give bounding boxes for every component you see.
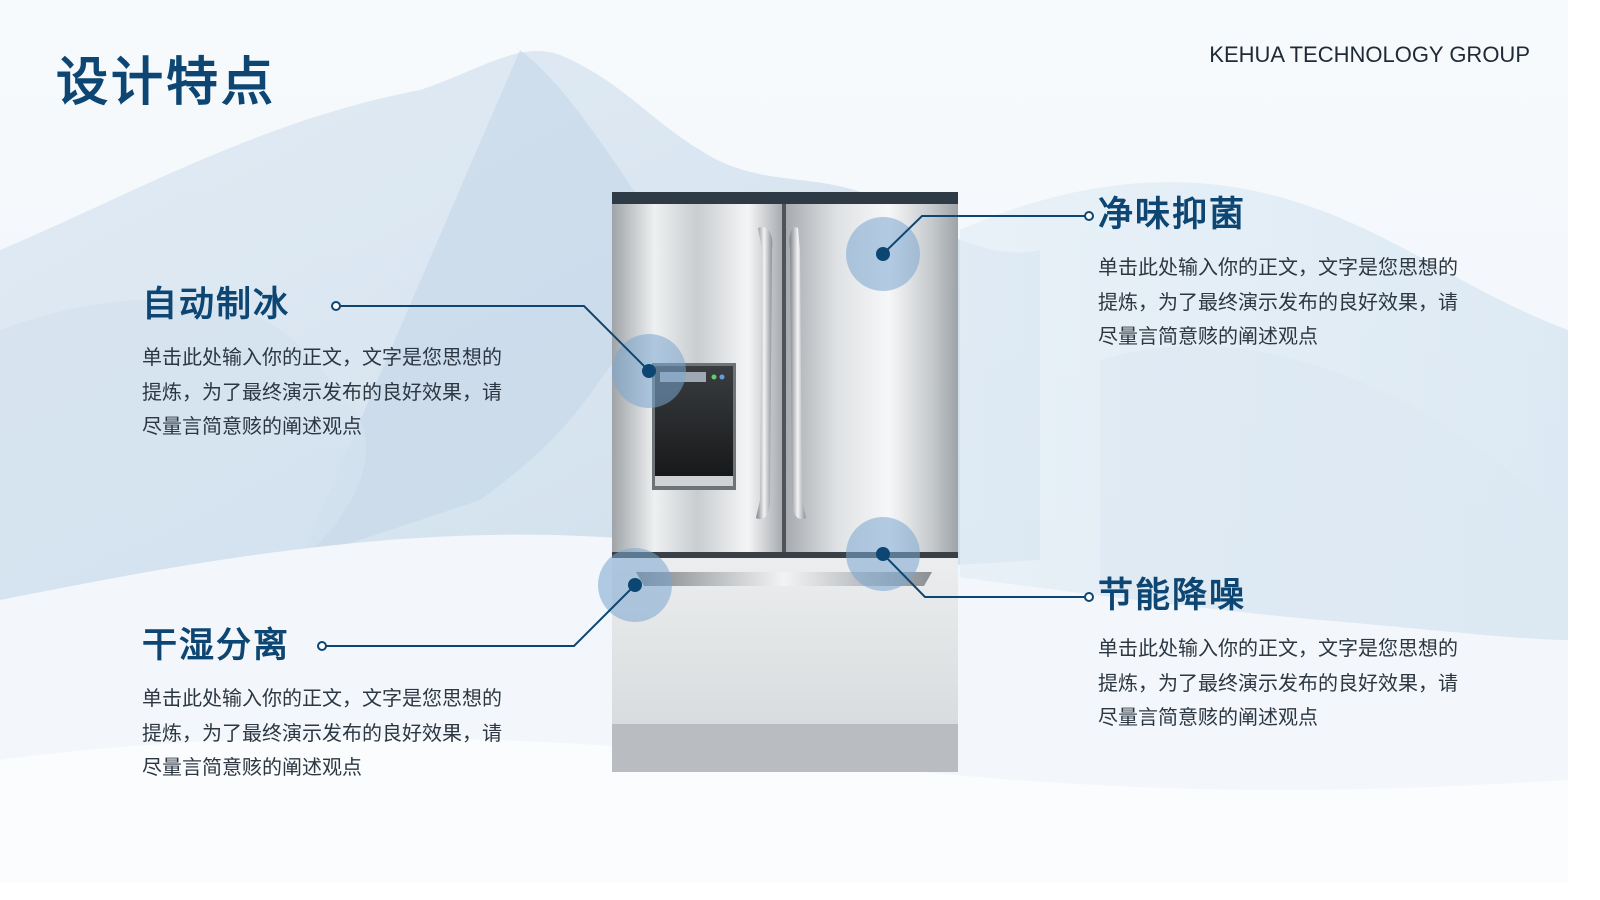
feature-description: 单击此处输入你的正文，文字是您思想的提炼，为了最终演示发布的良好效果，请尽量言简… [142,345,502,438]
feature-title: 自动制冰 [142,285,291,325]
brand-name: KEHUA TECHNOLOGY GROUP [1209,42,1530,67]
page-title: 设计特点 [56,53,277,113]
feature-title: 干湿分离 [142,626,291,666]
feature-ice-maker: 自动制冰 单击此处输入你的正文，文字是您思想的提炼，为了最终演示发布的良好效果，… [142,284,542,444]
feature-description: 单击此处输入你的正文，文字是您思想的提炼，为了最终演示发布的良好效果，请尽量言简… [142,686,502,779]
feature-title: 净味抑菌 [1098,195,1247,235]
feature-dry-wet-separation: 干湿分离 单击此处输入你的正文，文字是您思想的提炼，为了最终演示发布的良好效果，… [142,625,542,785]
feature-description: 单击此处输入你的正文，文字是您思想的提炼，为了最终演示发布的良好效果，请尽量言简… [1098,636,1458,729]
feature-title: 节能降噪 [1098,576,1247,616]
slide: 设计特点 KEHUA TECHNOLOGY GROUP [0,0,1568,882]
feature-deodorize: 净味抑菌 单击此处输入你的正文，文字是您思想的提炼，为了最终演示发布的良好效果，… [1098,194,1498,354]
feature-description: 单击此处输入你的正文，文字是您思想的提炼，为了最终演示发布的良好效果，请尽量言简… [1098,255,1458,348]
feature-energy-saving: 节能降噪 单击此处输入你的正文，文字是您思想的提炼，为了最终演示发布的良好效果，… [1098,575,1498,735]
